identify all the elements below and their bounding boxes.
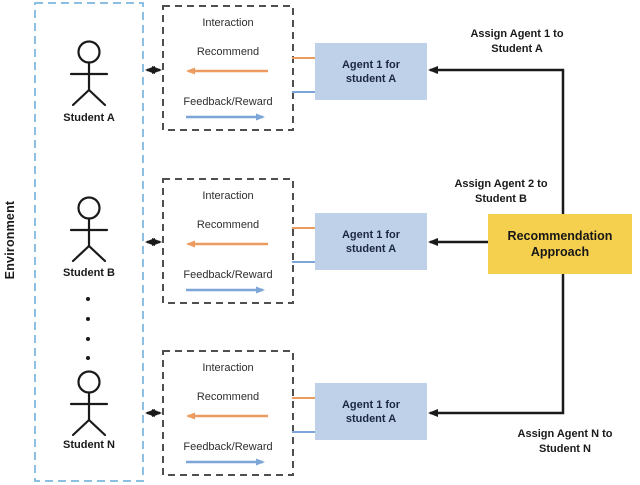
agent-box-3: Agent 1 for student A: [315, 383, 427, 440]
assign-label-line: Student N: [539, 442, 591, 455]
assign-label-line: Student B: [475, 192, 527, 205]
agent-box-2: Agent 1 for student A: [315, 213, 427, 270]
recommendation-approach-box: Recommendation Approach: [488, 214, 632, 274]
agent-box-label: student A: [345, 72, 397, 85]
agent-box-label: Agent 1 for: [341, 58, 401, 71]
feedback-label: Feedback/Reward: [183, 269, 273, 281]
agent-box-label: student A: [345, 412, 397, 425]
interaction-dashed-box-2: [162, 178, 294, 304]
recommendation-approach-label: Recommendation: [507, 229, 613, 243]
student-actor-icon: [69, 40, 109, 107]
recommend-label: Recommend: [196, 46, 260, 58]
interaction-dashed-box-1: [162, 5, 294, 131]
interaction-title: Interaction: [202, 362, 254, 374]
assign-label-3: Assign Agent N to Student N: [490, 427, 640, 456]
assign-label-line: Student A: [491, 42, 543, 55]
assign-label-2: Assign Agent 2 to Student B: [426, 177, 576, 206]
interaction-dashed-box-3: [162, 350, 294, 476]
student-label-n: Student N: [63, 439, 115, 451]
assign-label-line: Assign Agent 2 to: [454, 178, 548, 190]
assign-label-line: Assign Agent N to: [517, 428, 613, 440]
environment-label: Environment: [3, 200, 17, 280]
student-actor-icon: [69, 370, 109, 437]
recommend-label: Recommend: [196, 219, 260, 231]
assign-arrow-1: [428, 66, 565, 242]
interaction-title: Interaction: [202, 190, 254, 202]
assign-arrow-3: [428, 242, 565, 417]
agent-box-label: Agent 1 for: [341, 228, 401, 241]
recommend-label: Recommend: [196, 391, 260, 403]
agent-box-1: Agent 1 for student A: [315, 43, 427, 100]
feedback-label: Feedback/Reward: [183, 96, 273, 108]
assign-label-1: Assign Agent 1 to Student A: [442, 27, 592, 56]
feedback-label: Feedback/Reward: [183, 441, 273, 453]
interaction-title: Interaction: [202, 17, 254, 29]
recommendation-approach-label: Approach: [530, 245, 590, 259]
student-label-b: Student B: [63, 267, 115, 279]
student-label-a: Student A: [63, 112, 115, 124]
environment-dashed-box: [34, 2, 144, 482]
student-actor-icon: [69, 196, 109, 263]
assign-label-line: Assign Agent 1 to: [470, 28, 564, 40]
agent-box-label: student A: [345, 242, 397, 255]
vertical-ellipsis-icon: [86, 297, 90, 360]
agent-box-label: Agent 1 for: [341, 398, 401, 411]
